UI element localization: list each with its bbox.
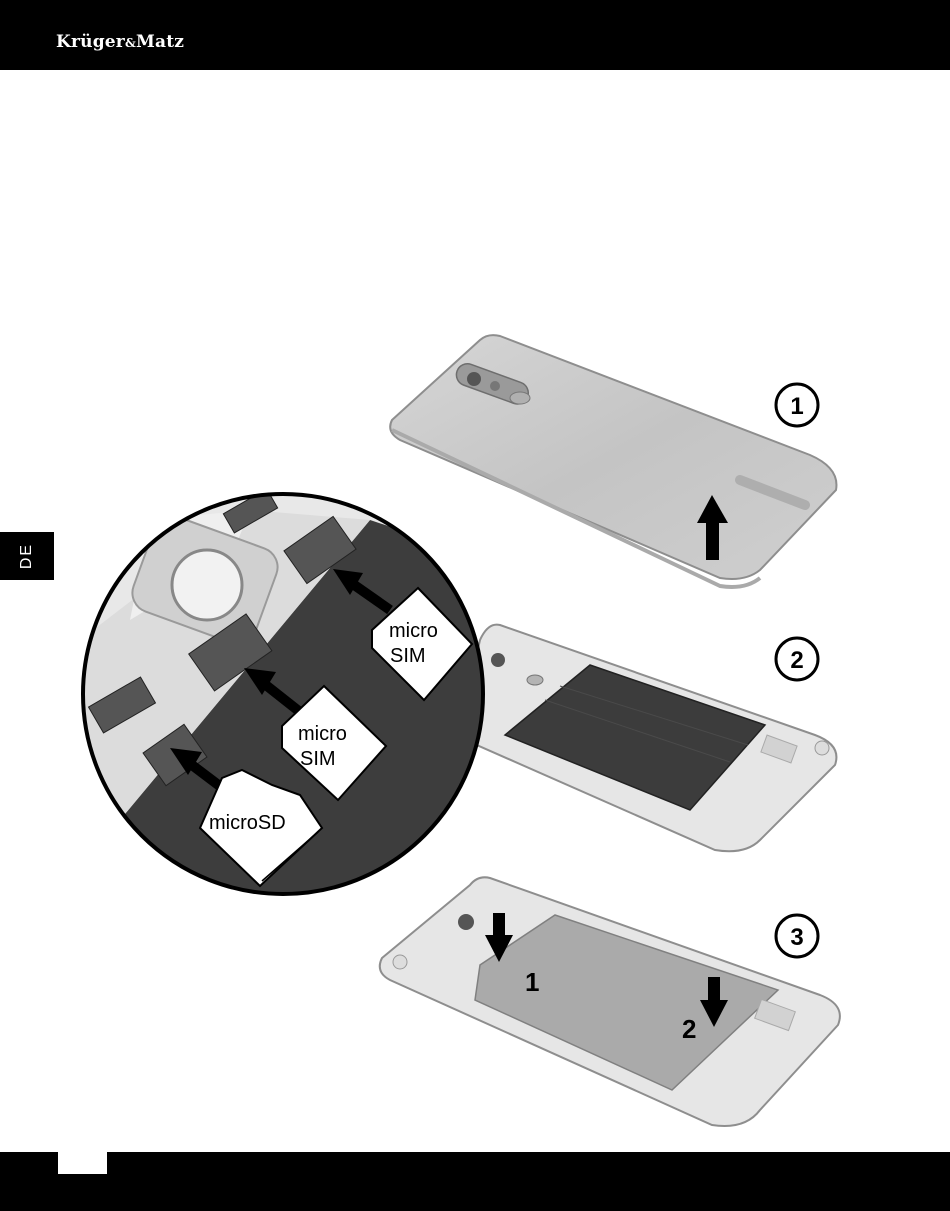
footer-bar (0, 1152, 950, 1211)
svg-text:2: 2 (790, 647, 803, 674)
sim1-label: micro (389, 620, 438, 642)
phone-back-step1 (390, 335, 836, 587)
svg-text:SIM: SIM (300, 748, 336, 770)
svg-text:SIM: SIM (390, 645, 426, 667)
phone-cover-step3: 1 2 (380, 877, 840, 1126)
marker-1: 1 (525, 967, 539, 997)
sim2-label: micro (298, 723, 347, 745)
phone-open-step2 (420, 625, 836, 852)
sd-label: microSD (209, 812, 286, 834)
svg-text:3: 3 (790, 924, 803, 951)
page-number-box (58, 1152, 107, 1174)
step-badge-3: 3 (776, 915, 818, 957)
step-badge-2: 2 (776, 638, 818, 680)
marker-2: 2 (682, 1014, 696, 1044)
svg-text:1: 1 (790, 393, 803, 420)
step-badge-1: 1 (776, 384, 818, 426)
slot-zoom-detail: micro SIM micro SIM microSD (80, 489, 490, 900)
